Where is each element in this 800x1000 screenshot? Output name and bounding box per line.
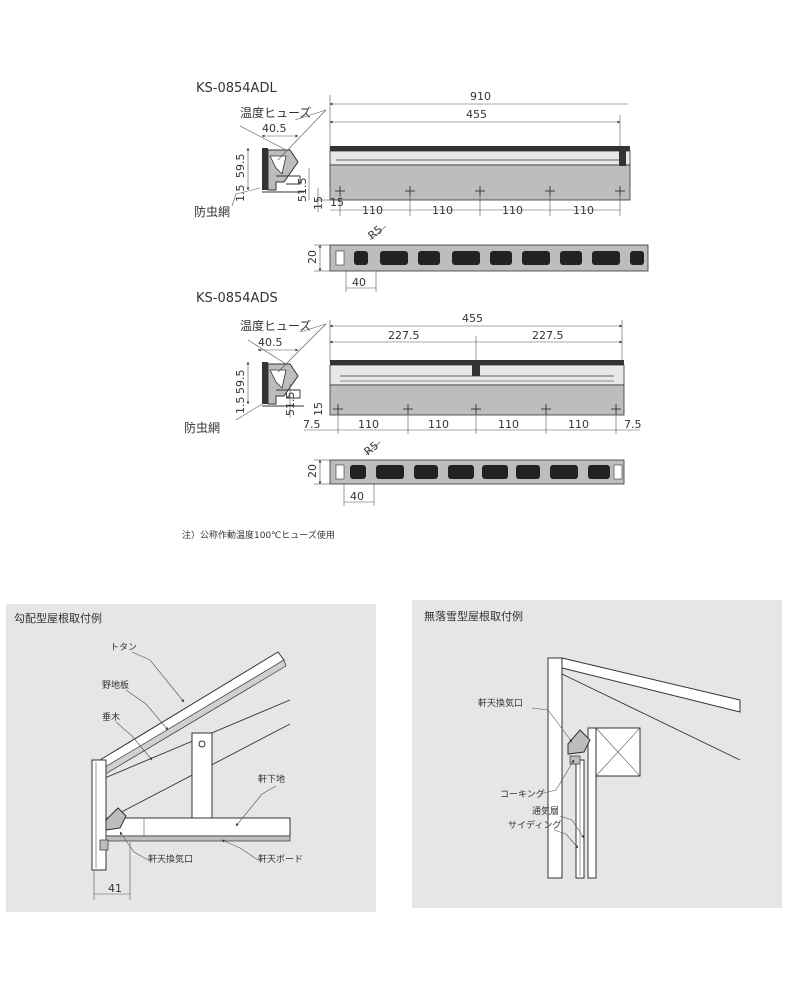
adl-profile-width: 40.5 [262,122,287,135]
ads-mesh-label: 防虫網 [184,420,220,435]
adl-pitch-1: 110 [362,204,383,217]
adl-front-view: 15 15 110 110 110 110 [312,146,631,217]
adl-margin-top: 15 [330,196,344,209]
ads-model-label: KS-0854ADS [196,291,278,306]
flat-label-caulking: コーキング [500,788,545,800]
ads-drawing: KS-0854ADS 40.5 59.5 1.5 51.5 温度ヒューズ 防虫網… [184,291,642,506]
ads-front-view: 15 7.5 110 110 110 110 7.5 [303,360,642,434]
flat-label-vent: 軒天換気口 [478,697,523,709]
adl-bottom-height: 20 [306,250,319,264]
adl-bottom-view: 20 R5 40 [306,223,649,292]
slope-label-taruki: 垂木 [102,711,120,723]
ads-inner-height: 51.5 [284,392,297,417]
adl-profile-height: 59.5 [234,154,247,179]
ads-total-length: 455 [462,312,483,325]
adl-pitch-4: 110 [573,204,594,217]
slope-label-board: 軒天ボード [258,854,303,865]
flat-panel-title: 無落雪型屋根取付例 [424,609,523,623]
adl-total-length: 910 [470,90,491,103]
slope-panel-title: 勾配型屋根取付例 [14,611,102,625]
ads-pitch-2: 110 [428,418,449,431]
ads-pitch-3: 110 [498,418,519,431]
adl-profile-section: 40.5 59.5 1.5 51.5 [231,122,310,207]
ads-half-1: 227.5 [388,329,420,342]
slope-dim-41: 41 [108,882,122,895]
adl-radius: R5 [366,223,386,242]
fuse-note: 注）公称作動温度100℃ヒューズ使用 [182,529,335,541]
adl-model-label: KS-0854ADL [196,81,277,96]
slope-roof-panel: 勾配型屋根取付例 41 トタン 野地板 垂木 軒下地 軒天換気口 [6,604,376,912]
ads-margin-vertical: 15 [312,402,325,416]
ads-bottom-view: 20 R5 40 [306,439,625,506]
adl-profile-lip: 1.5 [234,185,247,203]
ads-edge-left: 7.5 [303,418,321,431]
ads-profile-section: 40.5 59.5 1.5 51.5 [234,336,304,421]
ads-profile-lip: 1.5 [234,397,247,415]
flat-label-siding: サイディング [508,819,561,831]
ads-edge-right: 7.5 [624,418,642,431]
ads-bottom-height: 20 [306,464,319,478]
adl-mesh-label: 防虫網 [194,204,230,219]
adl-pitch-3: 110 [502,204,523,217]
adl-pitch-2: 110 [432,204,453,217]
ads-pitch-1: 110 [358,418,379,431]
slope-panel-background [6,604,376,912]
adl-margin-vertical: 15 [312,196,325,210]
slope-label-nokishitaji: 軒下地 [258,773,285,785]
adl-fuse-label: 温度ヒューズ [240,105,311,120]
ads-radius: R5 [362,439,382,458]
ads-pitch-4: 110 [568,418,589,431]
ads-fuse-label: 温度ヒューズ [240,318,311,333]
slope-label-vent: 軒天換気口 [148,853,193,865]
adl-inner-height: 51.5 [296,178,309,203]
adl-hole-width: 40 [352,276,366,289]
flat-roof-panel: 無落雪型屋根取付例 軒天換気口 コーキング 通気層 サイディング [412,600,782,908]
flat-label-air-layer: 通気層 [532,805,559,817]
slope-label-nojiita: 野地板 [102,679,129,691]
ads-profile-height: 59.5 [234,370,247,395]
adl-drawing: KS-0854ADL 40.5 59.5 1.5 51.5 温度ヒューズ 防虫網 [194,81,649,292]
adl-half-length: 455 [466,108,487,121]
slope-label-totan: トタン [110,642,137,653]
ads-half-2: 227.5 [532,329,564,342]
ads-profile-width: 40.5 [258,336,283,349]
ads-hole-width: 40 [350,490,364,503]
